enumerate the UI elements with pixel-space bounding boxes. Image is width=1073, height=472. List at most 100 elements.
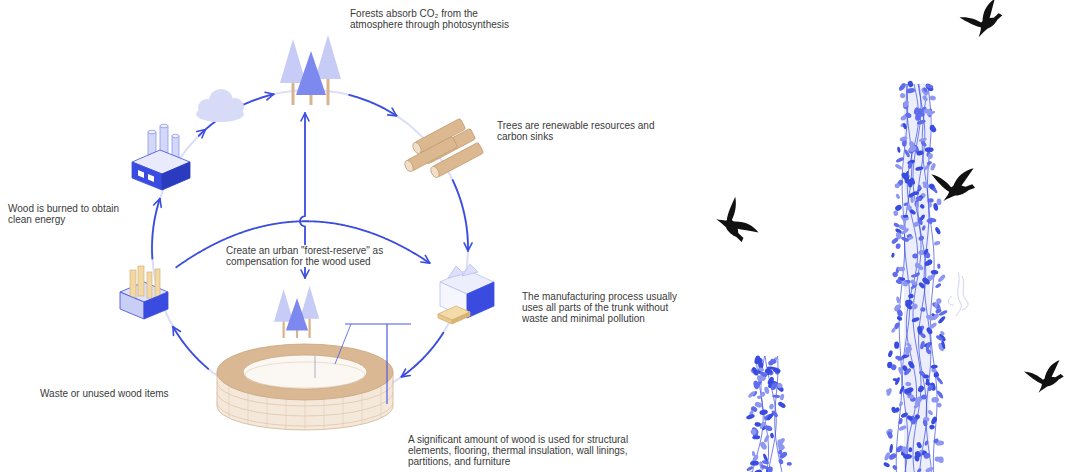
vine-stem xyxy=(913,84,921,472)
window-line xyxy=(305,400,306,430)
forest-icon xyxy=(280,33,342,107)
cycle-stage: Waste or unused wood items xyxy=(118,266,170,320)
leaf xyxy=(919,332,926,339)
leaf xyxy=(926,161,932,166)
wood-piece xyxy=(155,269,160,297)
logs-icon xyxy=(403,112,487,174)
leaf xyxy=(894,342,899,349)
chimney-top xyxy=(148,130,156,134)
crane-tower xyxy=(386,324,387,404)
leaf xyxy=(759,409,768,416)
log-body xyxy=(432,142,484,177)
leaf xyxy=(923,248,929,255)
leaf xyxy=(939,330,945,336)
flow-arrow xyxy=(453,180,468,251)
leaf xyxy=(751,451,755,457)
leaf xyxy=(769,403,774,409)
window xyxy=(148,174,154,182)
leaf xyxy=(917,185,921,191)
leaf xyxy=(902,123,907,130)
leaf xyxy=(922,87,928,93)
courtyard xyxy=(243,355,367,389)
stage-caption: Forests absorb CO₂ from the atmosphere t… xyxy=(350,8,522,30)
stage-caption: A significant amount of wood is used for… xyxy=(408,434,636,468)
leaf xyxy=(754,422,761,427)
leaf xyxy=(787,462,792,466)
flow-arrow xyxy=(401,333,443,377)
window xyxy=(138,170,144,178)
leaf xyxy=(893,210,899,216)
stage-caption: Waste or unused wood items xyxy=(40,388,190,399)
leaf xyxy=(938,309,948,316)
leaf xyxy=(895,279,902,285)
leaf xyxy=(892,464,899,471)
window-line xyxy=(362,393,363,424)
leaf xyxy=(928,183,936,190)
crane-cable xyxy=(335,324,351,364)
leaf xyxy=(753,469,763,472)
cloud-part xyxy=(226,98,244,116)
leaf xyxy=(915,414,921,419)
leaf xyxy=(894,163,903,170)
crane-arm xyxy=(345,323,411,324)
leaf xyxy=(903,454,912,459)
leaf xyxy=(934,302,938,308)
roof-ring xyxy=(217,344,393,400)
faint-vine xyxy=(948,296,954,305)
leaf xyxy=(883,461,891,468)
leaf xyxy=(892,271,899,278)
leaf xyxy=(746,414,756,421)
leaf xyxy=(911,302,919,310)
leaf xyxy=(905,381,912,386)
leaf xyxy=(922,419,928,426)
wood-piece xyxy=(147,272,152,298)
leaf xyxy=(898,425,907,432)
leaf xyxy=(937,263,941,269)
chimney-top xyxy=(172,134,179,138)
window-line xyxy=(229,386,230,418)
leaf xyxy=(925,84,933,90)
leaf xyxy=(937,315,946,324)
leaf xyxy=(754,401,763,408)
cloud-icon xyxy=(196,89,244,122)
leaf xyxy=(904,171,909,180)
tree-trunk xyxy=(327,75,330,105)
leaf xyxy=(894,377,900,386)
tree-crown xyxy=(296,51,326,95)
leaf xyxy=(931,397,939,403)
leaf xyxy=(916,196,922,200)
bird-wing xyxy=(977,0,999,22)
leaf xyxy=(927,384,934,392)
leaf xyxy=(887,350,893,358)
leaf xyxy=(904,301,913,310)
leaf xyxy=(759,371,768,378)
leaf xyxy=(905,347,909,356)
crate-icon xyxy=(118,266,170,320)
leaf xyxy=(898,417,903,424)
tree-crown xyxy=(286,298,308,331)
bird-wing xyxy=(1043,360,1061,380)
leaf xyxy=(770,358,777,364)
leaf xyxy=(907,360,916,370)
leaf xyxy=(933,240,940,246)
window-line xyxy=(343,397,344,427)
leaf xyxy=(895,355,904,361)
leaf xyxy=(908,293,915,299)
flow-arrow xyxy=(176,221,430,267)
leaf xyxy=(772,394,780,398)
leaf xyxy=(911,316,920,323)
mast xyxy=(315,356,316,378)
leaf xyxy=(886,387,893,396)
leaf xyxy=(924,259,933,266)
factory-icon xyxy=(436,258,498,326)
leaf xyxy=(928,153,933,159)
leaf xyxy=(941,340,946,349)
leaf xyxy=(895,156,904,163)
leaf xyxy=(908,192,916,199)
flow-arrow xyxy=(173,327,208,369)
leaf xyxy=(764,424,774,432)
leaf xyxy=(894,183,900,189)
